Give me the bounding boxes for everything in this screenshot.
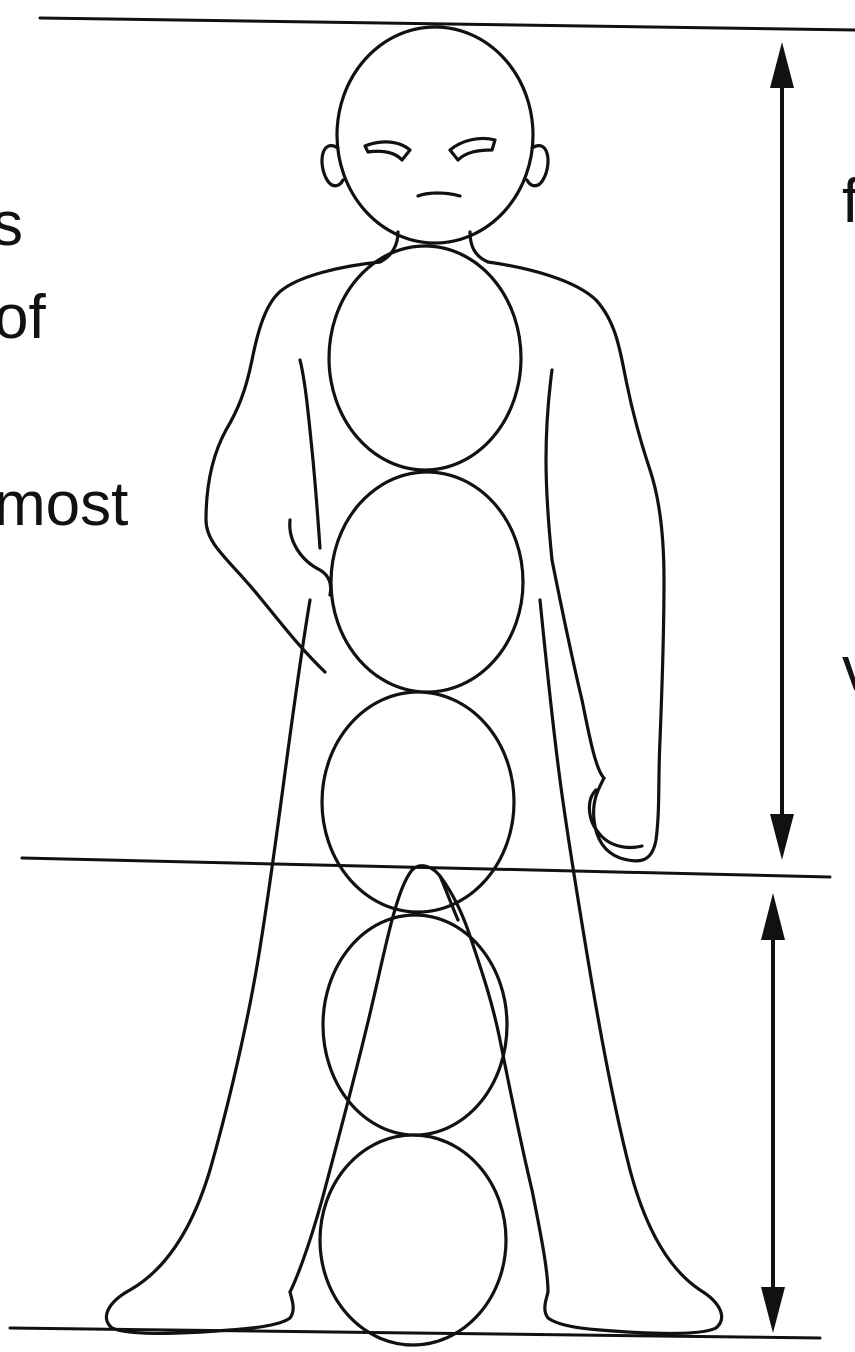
thigh-circle (323, 915, 507, 1135)
lower-height-arrow (761, 893, 785, 1333)
left-text-line-2: s (0, 190, 23, 259)
arrow-down-icon (761, 1287, 785, 1333)
arrow-down-icon (770, 814, 794, 860)
upper-height-arrow (770, 42, 794, 860)
right-text-block: f v (842, 167, 855, 704)
head (322, 27, 548, 262)
hip-circle (322, 692, 514, 912)
left-text-block: s of most (0, 190, 128, 539)
shin-circle (320, 1135, 506, 1345)
left-text-line-3: of (0, 283, 46, 352)
mouth-icon (418, 193, 460, 196)
right-text-line-2: f (842, 167, 855, 236)
chest-circle (329, 246, 521, 470)
arrow-up-icon (761, 893, 785, 940)
left-eye-icon (365, 142, 410, 160)
abdomen-circle (331, 472, 523, 692)
left-text-line-4: most (0, 470, 128, 539)
right-eye-icon (450, 138, 495, 160)
right-text-line-7: v (842, 635, 855, 704)
arrow-up-icon (770, 42, 794, 88)
figure-drawing (106, 27, 721, 1345)
